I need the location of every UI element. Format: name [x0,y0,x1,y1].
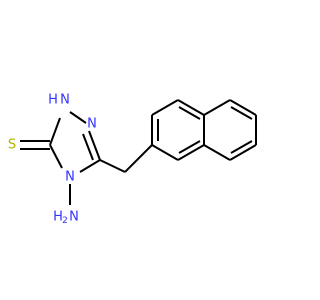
sulfur-atom-label: S [8,138,16,153]
bond-naph-11 [203,144,231,161]
bond-naph-7 [203,99,231,116]
bond-c5-n4 [79,159,101,173]
bond-naph-10 [229,144,257,161]
bond-naph-3 [177,99,205,116]
amino-hydrogen-label: H [53,210,63,225]
molecule-drawing: S H N N N H 2 N [8,93,257,227]
bond-naph-2 [151,99,179,116]
bond-naph-3-inner [178,106,201,120]
bonds [20,99,257,205]
atom-labels: S H N N N H 2 N [8,93,97,227]
bond-naph-6 [151,144,179,161]
bond-c5-ch2 [99,159,126,173]
n1-atom-label: N [60,93,70,108]
bond-naph-8 [229,99,257,116]
bond-naph-5-inner [178,140,201,154]
structure-canvas: S H N N N H 2 N [7,92,257,227]
bond-ch2-naph [124,144,153,173]
amino-subscript-2: 2 [62,216,68,226]
n1-hydrogen-label: H [48,93,58,108]
bond-naph-8-inner [230,106,253,120]
bond-n1-n2 [69,111,87,124]
n4-atom-label: N [65,170,75,185]
bond-n2-c5 [88,130,101,161]
bond-naph-5 [177,144,205,161]
bond-n2-c5-double [82,133,94,161]
amino-nitrogen-label: N [69,210,79,225]
bond-n4-c3 [49,144,63,169]
bond-naph-10-inner [230,140,253,154]
n2-atom-label: N [87,117,97,132]
bond-c3-n1 [49,117,61,146]
